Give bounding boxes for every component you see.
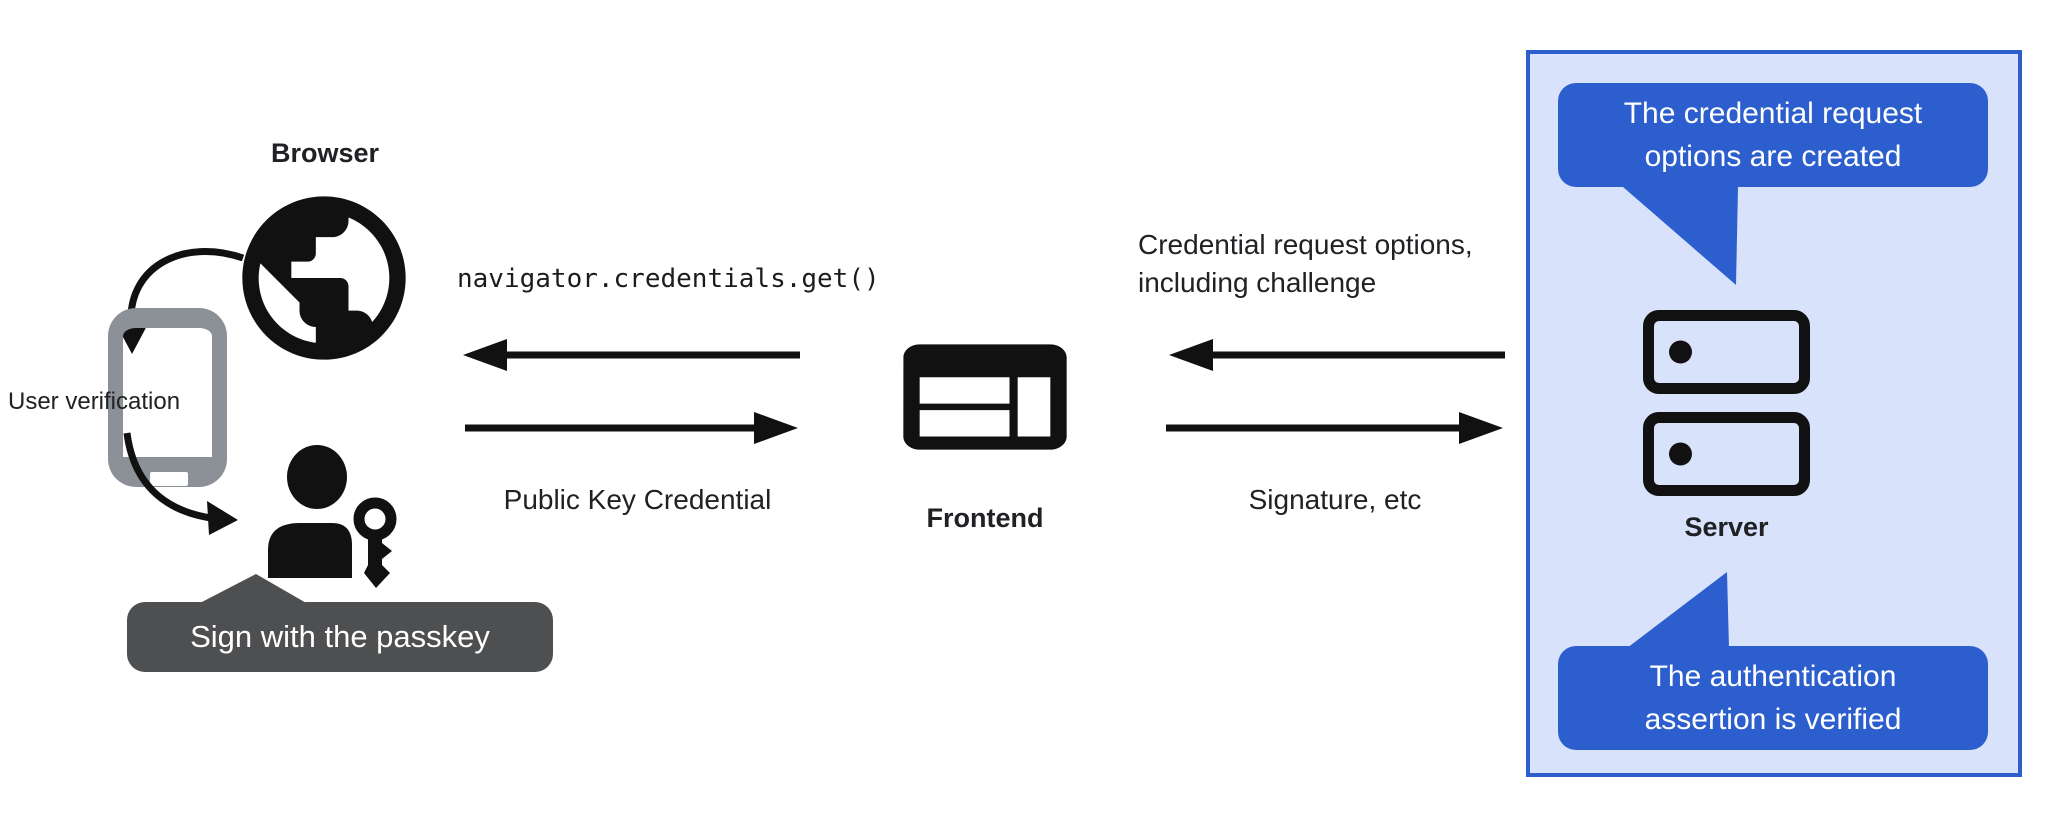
server-icon-unit-top bbox=[1643, 310, 1810, 394]
passkey-tooltip-text: Sign with the passkey bbox=[190, 619, 490, 654]
bubble-bottom-line1: The authentication bbox=[1649, 660, 1897, 693]
server-icon-unit-bottom bbox=[1643, 412, 1810, 496]
smartphone-home-bar bbox=[150, 472, 188, 486]
bubble-assertion-verified: The authentication assertion is verified bbox=[1558, 646, 1988, 750]
arrow-frontend-to-server bbox=[1166, 412, 1503, 444]
signature-label: Signature, etc bbox=[1248, 484, 1422, 515]
bubble-top-tail bbox=[1623, 187, 1738, 285]
web-frontend-icon bbox=[903, 344, 1067, 450]
credential-request-options-line1: Credential request options, bbox=[1138, 229, 1473, 260]
credential-request-options-line2: including challenge bbox=[1138, 267, 1377, 298]
passkey-tooltip: Sign with the passkey bbox=[127, 602, 553, 672]
bubble-top-line2: options are created bbox=[1644, 140, 1902, 173]
public-key-credential-label: Public Key Credential bbox=[503, 484, 772, 515]
bubble-top-line1: The credential request bbox=[1623, 97, 1923, 130]
browser-label: Browser bbox=[270, 138, 380, 168]
server-label: Server bbox=[1684, 512, 1769, 542]
arrow-browser-to-frontend bbox=[465, 412, 798, 444]
key-icon bbox=[353, 497, 397, 588]
tooltip-pointer bbox=[198, 574, 308, 604]
bubble-credential-request-created: The credential request options are creat… bbox=[1558, 83, 1988, 187]
arrow-frontend-to-browser bbox=[463, 339, 800, 371]
arrow-server-to-frontend bbox=[1169, 339, 1505, 371]
globe-browser-icon bbox=[242, 196, 406, 360]
credential-request-options-label: Credential request options, including ch… bbox=[1138, 226, 1538, 302]
bubble-bottom-line2: assertion is verified bbox=[1644, 703, 1902, 736]
bubble-bottom-tail bbox=[1627, 572, 1729, 648]
server-led-dot bbox=[1669, 442, 1692, 466]
person-icon bbox=[268, 445, 352, 578]
frontend-label: Frontend bbox=[926, 503, 1044, 533]
api-call-text: navigator.credentials.get() bbox=[457, 264, 880, 294]
server-led-dot bbox=[1669, 340, 1692, 364]
user-verification-label: User verification bbox=[8, 388, 181, 415]
